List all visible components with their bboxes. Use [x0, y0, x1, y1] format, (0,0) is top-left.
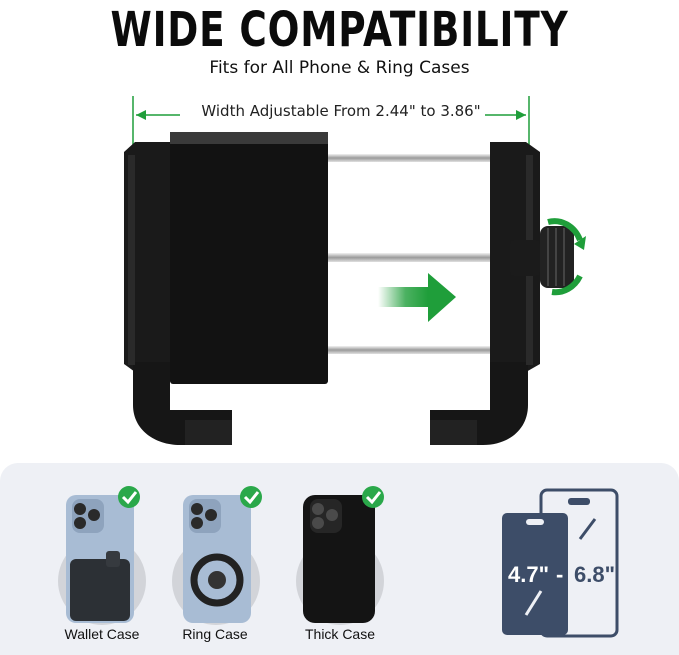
case-illustrations: [58, 486, 619, 638]
check-icon: [362, 486, 384, 508]
page-title: WIDE COMPATIBILITY: [110, 2, 569, 58]
ring-case-label: Ring Case: [182, 626, 248, 642]
clamp-body: [170, 132, 328, 384]
check-icon: [118, 486, 140, 508]
screw-rod: [318, 253, 518, 262]
size-separator: -: [556, 562, 564, 587]
wallet-case-phone: [58, 495, 146, 625]
small-phone: [502, 513, 568, 635]
adjustment-knob: [510, 218, 586, 296]
left-clamp: [124, 142, 232, 445]
min-size-label: 4.7": [508, 562, 550, 587]
page-subtitle: Fits for All Phone & Ring Cases: [209, 58, 470, 78]
thick-case-phone: [296, 495, 384, 625]
wallet-case-label: Wallet Case: [64, 626, 140, 642]
guide-rod-top: [310, 154, 495, 162]
ring-case-phone: [172, 495, 260, 625]
max-size-label: 6.8": [574, 562, 616, 587]
phone-holder-illustration: [124, 96, 586, 445]
slide-direction-arrow: [378, 273, 456, 322]
guide-rod-bottom: [310, 346, 495, 354]
thick-case-label: Thick Case: [304, 626, 376, 642]
width-adjustable-label: Width Adjustable From 2.44" to 3.86": [201, 102, 481, 120]
check-icon: [240, 486, 262, 508]
